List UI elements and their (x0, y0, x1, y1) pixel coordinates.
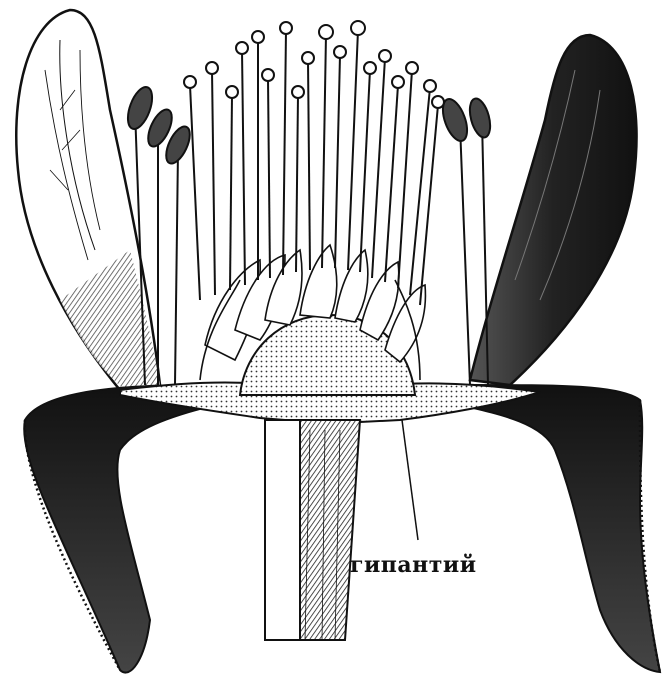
right-petal (470, 35, 637, 385)
hypanthium-cup (24, 383, 660, 673)
hypanthium-leader (402, 420, 418, 540)
hypanthium-label: гипантий (350, 552, 477, 578)
